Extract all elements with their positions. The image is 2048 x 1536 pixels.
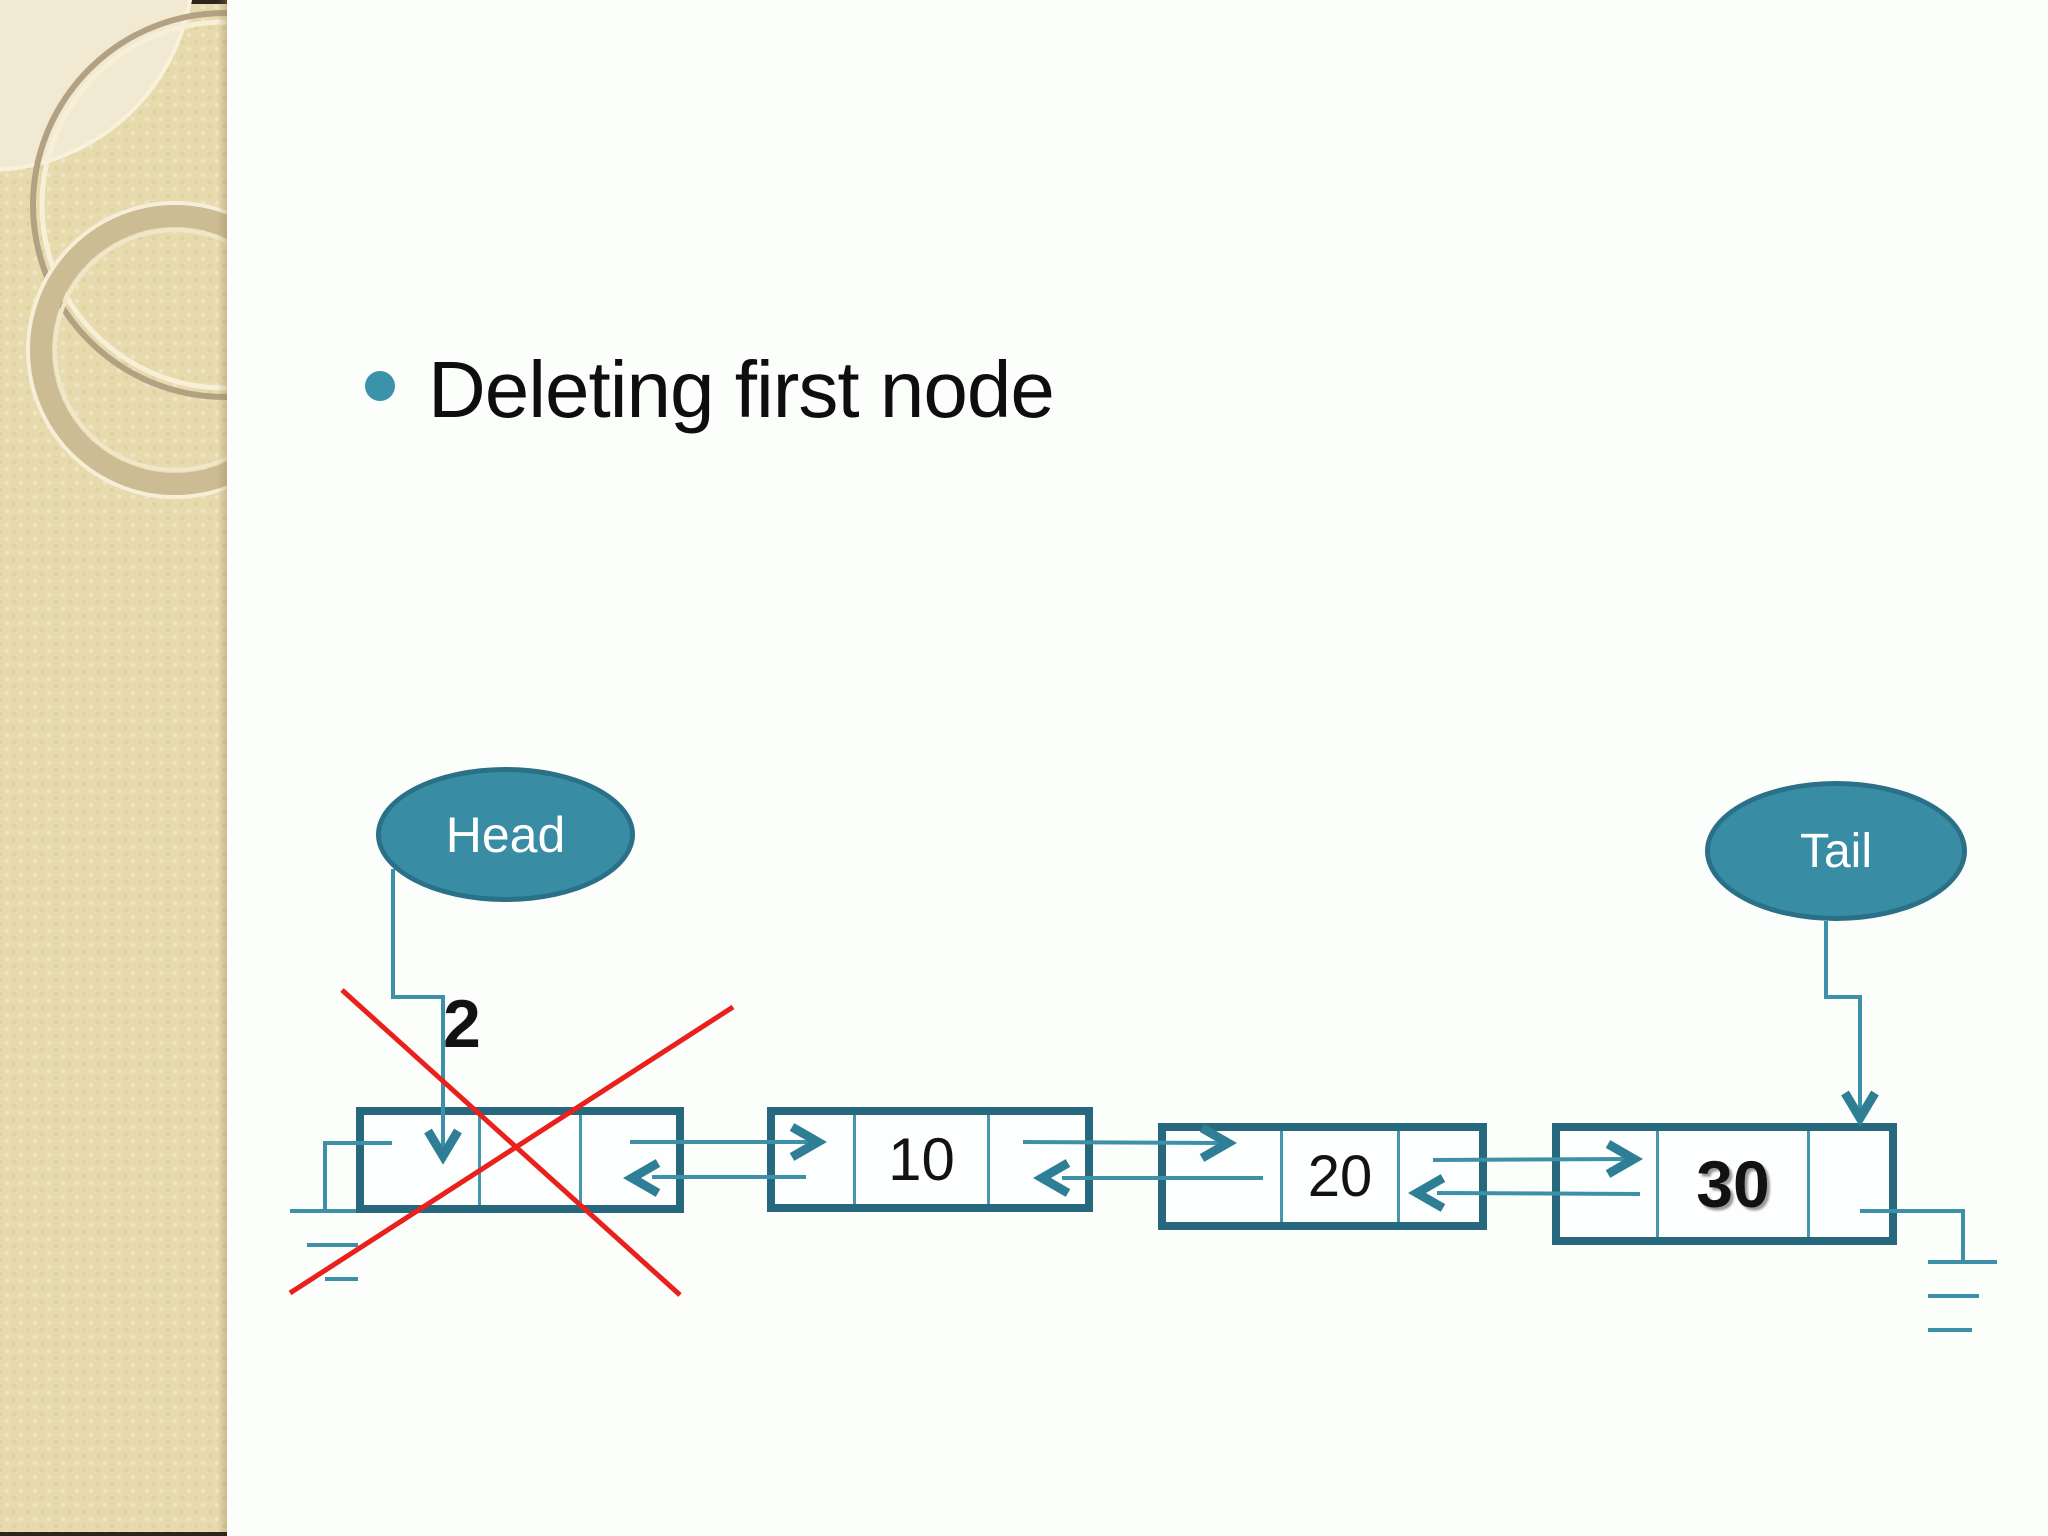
head-label: Head	[445, 806, 566, 863]
head-pointer-oval: Head	[376, 767, 635, 902]
tail-pointer-oval: Tail	[1705, 781, 1967, 921]
node-fourth-value: 30	[1656, 1131, 1810, 1237]
sidebar-decoration	[0, 0, 227, 1536]
head-pointer-arrow	[391, 869, 462, 1165]
forward-arrow-third-to-fourth	[1432, 1140, 1644, 1178]
backward-arrow-fourth-to-third	[1407, 1174, 1641, 1212]
forward-arrow-second-to-third	[1022, 1124, 1238, 1162]
first-node-prev-null-connector	[290, 1141, 392, 1281]
delete-cross-icon	[288, 988, 735, 1297]
thick-ring	[30, 205, 227, 495]
sidebar-circles-graphic	[0, 0, 227, 499]
thin-ring-outer	[30, 10, 227, 400]
sidebar-bottom-edge	[0, 1532, 227, 1536]
bullet-icon	[365, 371, 395, 401]
slide-title: Deleting first node	[428, 345, 1055, 434]
fourth-node-next-null-connector	[1860, 1209, 1997, 1332]
node-first-value	[478, 1115, 582, 1205]
node-third-value: 20	[1280, 1131, 1400, 1222]
thin-ring-inner-highlight	[39, 19, 227, 391]
tail-label: Tail	[1799, 824, 1873, 878]
backward-arrow-second-to-first	[622, 1159, 806, 1197]
forward-arrow-first-to-second	[630, 1123, 828, 1161]
thick-ring-inner-highlight	[53, 228, 227, 472]
backward-arrow-third-to-second	[1032, 1159, 1263, 1197]
list-node-second: 10	[767, 1107, 1093, 1212]
tail-pointer-arrow	[1824, 921, 1879, 1127]
thick-ring-outer-highlight	[26, 201, 227, 499]
sidebar-right-edge	[217, 0, 227, 1536]
node-second-value: 10	[853, 1115, 990, 1204]
list-node-first	[356, 1107, 684, 1213]
list-node-fourth: 30	[1552, 1123, 1897, 1245]
deleted-node-annotation: 2	[443, 986, 481, 1062]
